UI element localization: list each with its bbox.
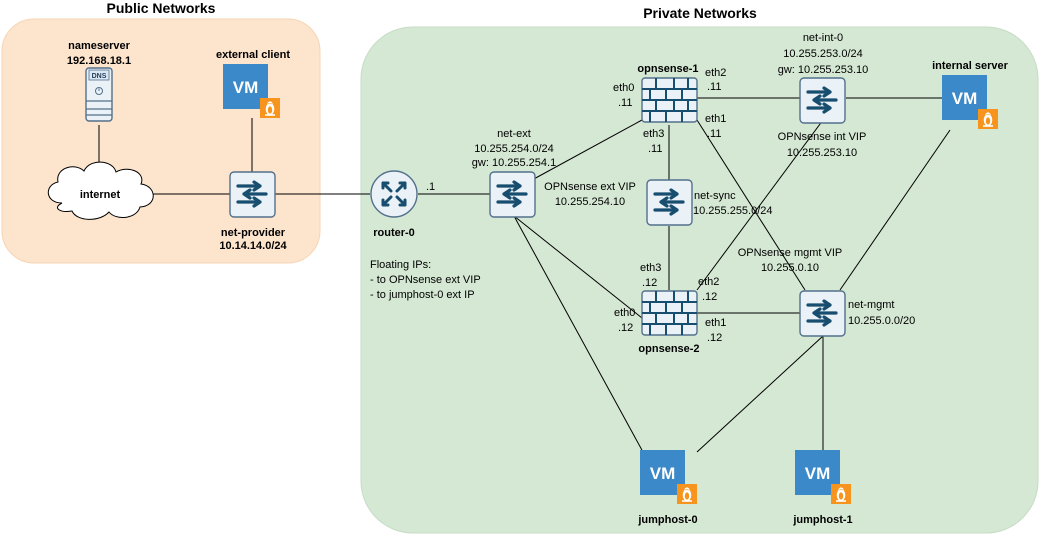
opnsense-1-node[interactable]: opnsense-1 eth0 .11 eth2 .11 eth1 .11 et… xyxy=(613,63,726,155)
opnsense-1-eth0: eth0 xyxy=(613,82,634,94)
opnsense-1-eth1: eth1 xyxy=(705,113,726,125)
nameserver-label: nameserver xyxy=(68,40,130,52)
ext-vip-title: OPNsense ext VIP xyxy=(544,181,636,193)
linux-tux-icon xyxy=(830,483,852,505)
int-vip-title: OPNsense int VIP xyxy=(778,131,867,143)
nameserver-node[interactable]: nameserver 192.168.18.1 DNS xyxy=(67,40,131,122)
router-icon xyxy=(370,170,418,218)
jumphost-0-label: jumphost-0 xyxy=(637,514,697,526)
dns-label: DNS xyxy=(92,73,107,80)
opnsense-2-eth2: eth2 xyxy=(698,276,719,288)
router-0-port: .1 xyxy=(426,181,435,193)
net-mgmt-node[interactable]: OPNsense mgmt VIP 10.255.0.10 net-mgmt 1… xyxy=(738,247,916,337)
opnsense-2-label: opnsense-2 xyxy=(638,343,699,355)
net-sync-cidr: 10.255.255.0/24 xyxy=(693,205,773,217)
public-networks-zone: Public Networks xyxy=(1,0,321,264)
link-net-ext-jumphost0 xyxy=(513,215,644,453)
mgmt-vip-title: OPNsense mgmt VIP xyxy=(738,247,843,259)
mgmt-vip-ip: 10.255.0.10 xyxy=(761,262,819,274)
int-vip-ip: 10.255.253.10 xyxy=(787,147,857,159)
firewall-icon xyxy=(641,77,698,123)
opnsense-1-eth0-ip: .11 xyxy=(618,97,632,109)
net-provider-label: net-provider xyxy=(221,227,286,239)
jumphost-0-node[interactable]: VM jumphost-0 xyxy=(637,450,698,526)
net-ext-node[interactable]: net-ext 10.255.254.0/24 gw: 10.255.254.1… xyxy=(472,128,636,218)
floating-ips-item: - to jumphost-0 ext IP xyxy=(370,289,475,301)
ext-vip-ip: 10.255.254.10 xyxy=(555,196,625,208)
external-client-label: external client xyxy=(216,49,290,61)
opnsense-1-label: opnsense-1 xyxy=(637,63,698,75)
link-internal-server-net-mgmt xyxy=(839,129,951,291)
jumphost-1-node[interactable]: VM jumphost-1 xyxy=(792,450,853,526)
floating-ips-title: Floating IPs: xyxy=(370,259,431,271)
private-networks-zone: Private Networks xyxy=(360,5,1039,534)
net-int-0-cidr: 10.255.253.0/24 xyxy=(783,48,863,60)
opnsense-2-eth0: eth0 xyxy=(614,307,635,319)
opnsense-2-eth0-ip: .12 xyxy=(618,322,633,334)
net-sync-label: net-sync xyxy=(694,190,736,202)
opnsense-1-eth2-ip: .11 xyxy=(707,81,721,93)
links xyxy=(98,97,951,453)
linux-tux-icon xyxy=(977,108,999,130)
cloud-icon xyxy=(47,161,154,220)
opnsense-2-eth1-ip: .12 xyxy=(707,332,722,344)
opnsense-2-eth2-ip: .12 xyxy=(702,291,717,303)
dns-server-icon: DNS xyxy=(85,67,113,122)
floating-ips-note: Floating IPs: - to OPNsense ext VIP - to… xyxy=(370,259,481,301)
net-provider-cidr: 10.14.14.0/24 xyxy=(219,240,287,252)
net-int-0-node[interactable]: net-int-0 10.255.253.0/24 gw: 10.255.253… xyxy=(778,32,869,159)
opnsense-1-eth3-ip: .11 xyxy=(648,143,662,155)
internal-server-label: internal server xyxy=(932,60,1009,72)
nameserver-ip: 192.168.18.1 xyxy=(67,55,131,67)
external-client-node[interactable]: external client VM xyxy=(216,49,290,119)
opnsense-1-eth1-ip: .11 xyxy=(707,128,721,140)
link-opnsense2-net-int xyxy=(696,119,824,291)
net-int-0-label: net-int-0 xyxy=(803,32,843,44)
linux-tux-icon xyxy=(259,97,281,119)
net-ext-label: net-ext xyxy=(497,128,531,140)
router-0-node[interactable]: router-0 .1 xyxy=(370,170,435,239)
internal-server-node[interactable]: internal server VM xyxy=(932,60,1009,130)
private-networks-title: Private Networks xyxy=(643,5,757,21)
opnsense-1-eth3: eth3 xyxy=(643,128,664,140)
vm-label: VM xyxy=(233,78,259,97)
vm-label: VM xyxy=(805,464,831,483)
firewall-icon xyxy=(641,290,698,336)
net-int-0-gateway: gw: 10.255.253.10 xyxy=(778,64,869,76)
linux-tux-icon xyxy=(676,483,698,505)
opnsense-2-node[interactable]: opnsense-2 eth3 .12 eth2 .12 eth0 .12 et… xyxy=(614,262,726,355)
link-net-ext-opnsense2 xyxy=(513,215,643,319)
net-ext-cidr: 10.255.254.0/24 xyxy=(474,143,554,155)
router-0-label: router-0 xyxy=(373,227,415,239)
net-provider-node[interactable]: net-provider 10.14.14.0/24 xyxy=(219,171,288,252)
vm-label: VM xyxy=(952,89,978,108)
internet-label: internet xyxy=(80,189,121,201)
floating-ips-item: - to OPNsense ext VIP xyxy=(370,274,481,286)
public-networks-title: Public Networks xyxy=(107,0,216,16)
net-sync-node[interactable]: net-sync 10.255.255.0/24 xyxy=(646,179,773,226)
opnsense-2-eth3: eth3 xyxy=(640,262,661,274)
net-mgmt-cidr: 10.255.0.0/20 xyxy=(848,315,915,327)
opnsense-2-eth1: eth1 xyxy=(705,317,726,329)
net-ext-gateway: gw: 10.255.254.1 xyxy=(472,157,556,169)
opnsense-2-eth3-ip: .12 xyxy=(642,277,657,289)
internet-node[interactable]: internet xyxy=(47,161,154,220)
net-mgmt-label: net-mgmt xyxy=(848,299,894,311)
link-net-mgmt-jumphost0 xyxy=(696,335,824,453)
link-opnsense1-net-mgmt xyxy=(696,119,806,291)
opnsense-1-eth2: eth2 xyxy=(705,67,726,79)
link-net-ext-opnsense1 xyxy=(531,119,643,181)
vm-label: VM xyxy=(650,464,676,483)
jumphost-1-label: jumphost-1 xyxy=(792,514,852,526)
